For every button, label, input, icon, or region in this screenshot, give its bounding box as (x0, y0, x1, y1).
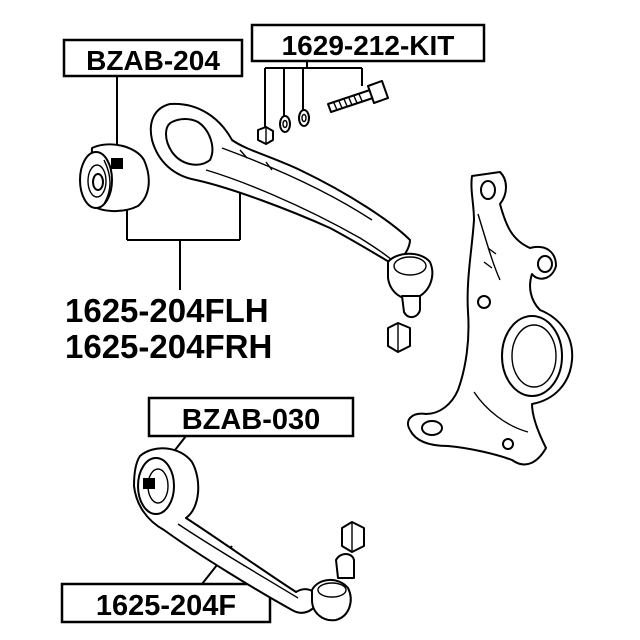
label-box-bzab-030[interactable]: BZAB-030 (147, 396, 355, 438)
hardware-kit-parts (257, 80, 389, 145)
label-box-bzab-204[interactable]: BZAB-204 (62, 38, 244, 78)
upper-control-arm (149, 102, 434, 353)
lower-control-arm (133, 447, 365, 622)
label-box-1629-212-kit[interactable]: 1629-212-KIT (250, 23, 486, 63)
label-1625-204flh[interactable]: 1625-204FLH (65, 292, 269, 329)
bolt-icon (327, 80, 389, 113)
label-bzab-204: BZAB-204 (86, 45, 220, 76)
label-1625-204frh[interactable]: 1625-204FRH (65, 328, 272, 365)
washer-icon-2 (298, 109, 310, 127)
upper-bushing (79, 143, 150, 212)
nut-icon (257, 126, 274, 145)
washer-icon-1 (279, 115, 291, 133)
label-box-1625-204f[interactable]: 1625-204F (60, 582, 272, 624)
label-1629-212-kit: 1629-212-KIT (282, 30, 455, 61)
label-1625-204f: 1625-204F (96, 590, 236, 622)
label-bzab-030: BZAB-030 (182, 404, 321, 436)
steering-knuckle (407, 171, 574, 466)
